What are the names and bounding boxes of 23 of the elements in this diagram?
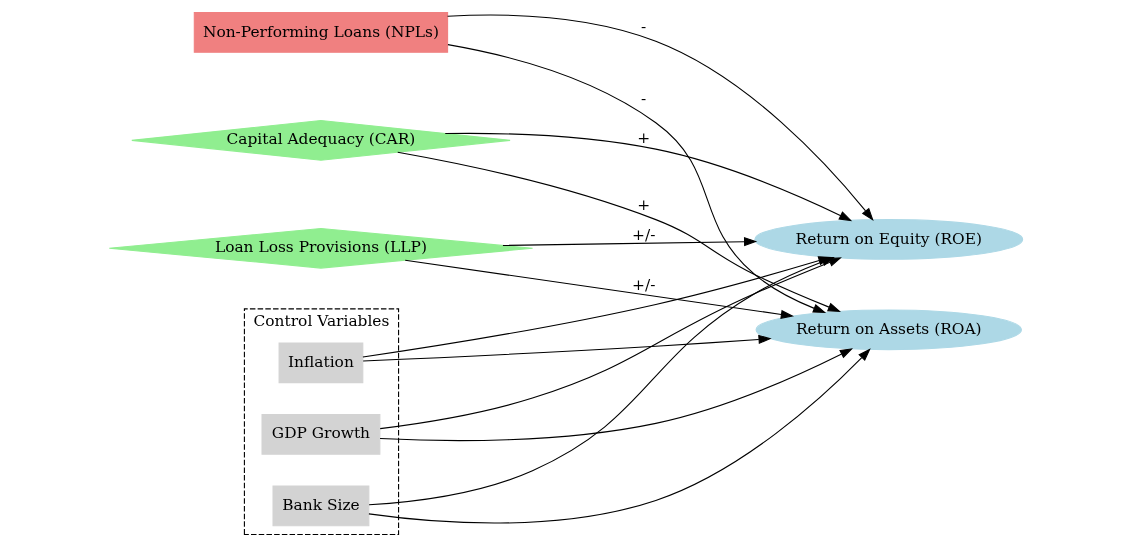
edge-label: +/-	[632, 276, 656, 295]
arrow	[404, 259, 795, 319]
edge-label: +	[637, 128, 651, 147]
arrow	[397, 151, 841, 312]
node-box: Inflation	[278, 342, 364, 384]
arrow	[368, 348, 871, 524]
node-box: Bank Size	[272, 485, 370, 527]
arrow	[362, 256, 832, 358]
edge-label: +	[637, 195, 651, 214]
node-box: Non-Performing Loans (NPLs)	[193, 12, 449, 53]
arrow	[444, 132, 853, 222]
edge-label: -	[641, 17, 647, 36]
arrow	[447, 44, 827, 313]
arrow	[502, 237, 758, 247]
node-diamond: Capital Adequacy (CAR)	[131, 119, 511, 161]
edge-label: -	[641, 90, 647, 109]
arrow	[379, 348, 854, 442]
arrow	[362, 334, 772, 362]
node-box: GDP Growth	[261, 414, 381, 455]
arrow	[447, 14, 874, 221]
node-ellipse: Return on Equity (ROE)	[754, 219, 1024, 260]
edge-label: +/-	[632, 225, 656, 244]
node-diamond: Loan Loss Provisions (LLP)	[108, 227, 534, 269]
